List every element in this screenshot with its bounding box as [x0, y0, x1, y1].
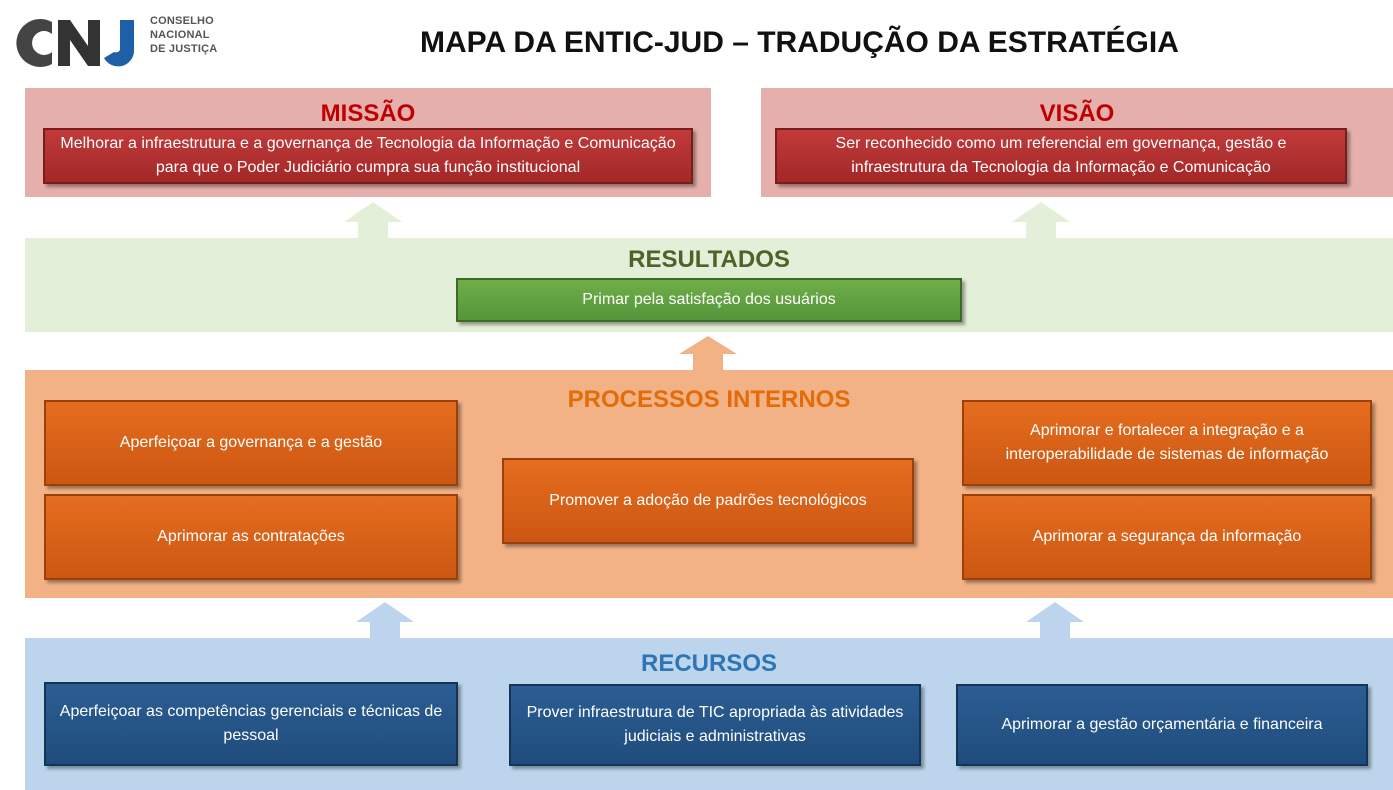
page-title: MAPA DA ENTIC-JUD – TRADUÇÃO DA ESTRATÉG…	[420, 26, 1179, 59]
resultados-section: RESULTADOS Primar pela satisfação dos us…	[25, 238, 1393, 332]
up-arrow-icon	[1012, 202, 1070, 240]
recursos-title: RECURSOS	[640, 650, 778, 677]
missao-section: MISSÃO Melhorar a infraestrutura e a gov…	[25, 88, 711, 197]
recursos-box-competencias: Aperfeiçoar as competências gerenciais e…	[44, 682, 458, 766]
recursos-box-orcamentaria: Aprimorar a gestão orçamentária e financ…	[956, 684, 1368, 766]
up-arrow-icon	[344, 202, 402, 240]
processos-box-integracao: Aprimorar e fortalecer a integração e a …	[962, 400, 1372, 486]
cnj-logo-text: CONSELHO NACIONAL DE JUSTIÇA	[150, 14, 217, 56]
missao-box: Melhorar a infraestrutura e a governança…	[43, 128, 693, 184]
processos-title: PROCESSOS INTERNOS	[567, 386, 851, 413]
cnj-logo: CONSELHO NACIONAL DE JUSTIÇA	[8, 8, 248, 78]
cnj-logo-mark	[16, 19, 134, 67]
logo-line-3: DE JUSTIÇA	[150, 43, 218, 55]
logo-line-1: CONSELHO	[150, 15, 214, 27]
logo-line-2: NACIONAL	[150, 29, 210, 41]
processos-box-padroes: Promover a adoção de padrões tecnológico…	[502, 458, 914, 544]
processos-box-seguranca: Aprimorar a segurança da informação	[962, 494, 1372, 580]
up-arrow-icon	[679, 336, 737, 372]
missao-title: MISSÃO	[320, 100, 416, 127]
visao-title: VISÃO	[1039, 100, 1115, 127]
visao-section: VISÃO Ser reconhecido como um referencia…	[761, 88, 1393, 197]
processos-box-contratacoes: Aprimorar as contratações	[44, 494, 458, 580]
resultados-title: RESULTADOS	[628, 246, 790, 273]
recursos-section: RECURSOS Aperfeiçoar as competências ger…	[25, 638, 1393, 790]
processos-section: PROCESSOS INTERNOS Aperfeiçoar a governa…	[25, 370, 1393, 598]
resultados-box: Primar pela satisfação dos usuários	[456, 278, 962, 322]
recursos-box-infraestrutura: Prover infraestrutura de TIC apropriada …	[509, 684, 921, 766]
processos-box-governanca: Aperfeiçoar a governança e a gestão	[44, 400, 458, 486]
visao-box: Ser reconhecido como um referencial em g…	[775, 128, 1347, 184]
up-arrow-icon	[356, 602, 414, 640]
up-arrow-icon	[1026, 602, 1084, 640]
